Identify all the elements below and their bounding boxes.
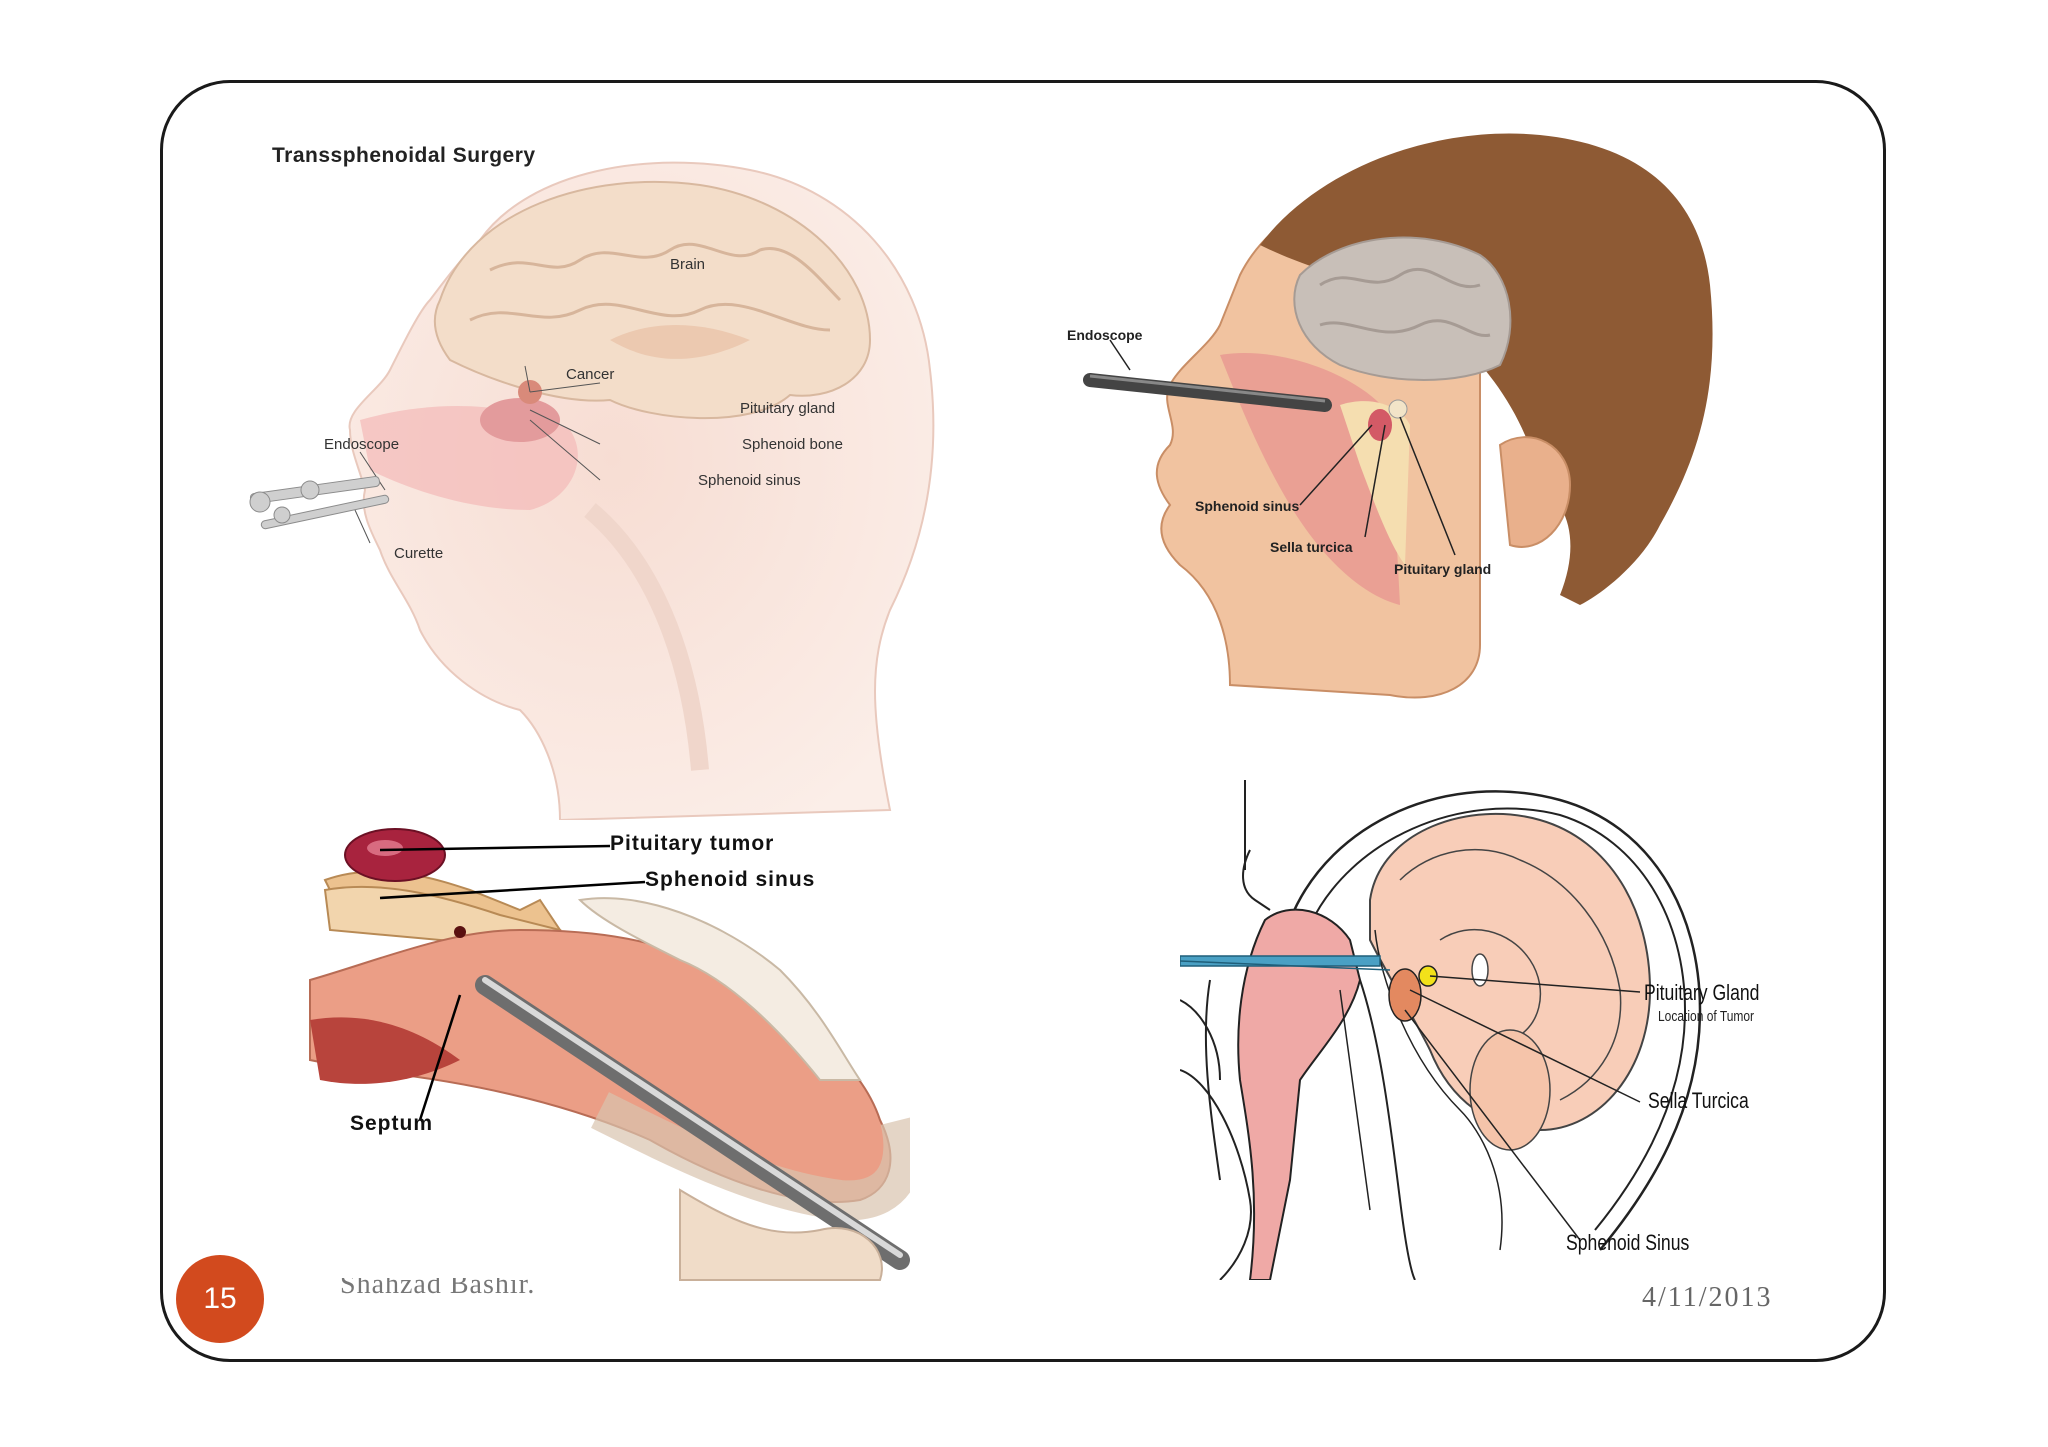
label-location-of-tumor: Location of Tumor <box>1658 1008 1755 1025</box>
label-pituitary-gland: Pituitary gland <box>740 400 836 417</box>
label-septum: Septum <box>350 1112 434 1135</box>
author-footer: Shahzad Bashir. <box>340 1278 536 1298</box>
sagittal-brain-drawing <box>1180 780 1702 1280</box>
label-sphenoid-sinus: Sphenoid sinus <box>645 868 816 891</box>
label-endoscope: Endoscope <box>324 436 400 453</box>
endoscope-head-illustration: Endoscope Sphenoid sinus Sella turcica P… <box>1060 125 1760 715</box>
label-pituitary-gland: Pituitary Gland <box>1644 980 1760 1005</box>
label-sphenoid-sinus: Sphenoid sinus <box>1195 498 1300 514</box>
label-sphenoid-sinus: Sphenoid sinus <box>698 472 801 489</box>
label-cancer: Cancer <box>566 366 615 383</box>
label-brain: Brain <box>670 256 706 273</box>
sagittal-section-illustration: Pituitary Gland Location of Tumor Sella … <box>1180 780 1800 1280</box>
head-with-endoscope-drawing <box>1083 133 1713 699</box>
panel-title: Transsphenoidal Surgery <box>272 144 536 167</box>
label-pituitary-gland: Pituitary gland <box>1394 561 1492 577</box>
label-sella-turcica: Sella Turcica <box>1648 1088 1749 1113</box>
label-sphenoid-sinus: Sphenoid Sinus <box>1566 1230 1690 1255</box>
nasal-cavity-drawing <box>309 828 910 1281</box>
label-curette: Curette <box>394 545 444 562</box>
transsphenoidal-surgery-illustration: Transsphenoidal Surgery Brain Cancer Pit… <box>230 130 950 820</box>
label-endoscope: Endoscope <box>1067 327 1143 343</box>
label-sphenoid-bone: Sphenoid bone <box>742 436 843 453</box>
label-pituitary-tumor: Pituitary tumor <box>610 832 775 855</box>
head-profile-drawing <box>249 161 935 820</box>
label-sella-turcica: Sella turcica <box>1270 539 1353 555</box>
page-number-badge: 15 <box>176 1255 264 1343</box>
endoscope-instrument <box>249 476 390 530</box>
date-footer: 4/11/2013 <box>1642 1282 1773 1313</box>
septum-approach-illustration: Pituitary tumor Sphenoid sinus Septum <box>300 820 910 1290</box>
